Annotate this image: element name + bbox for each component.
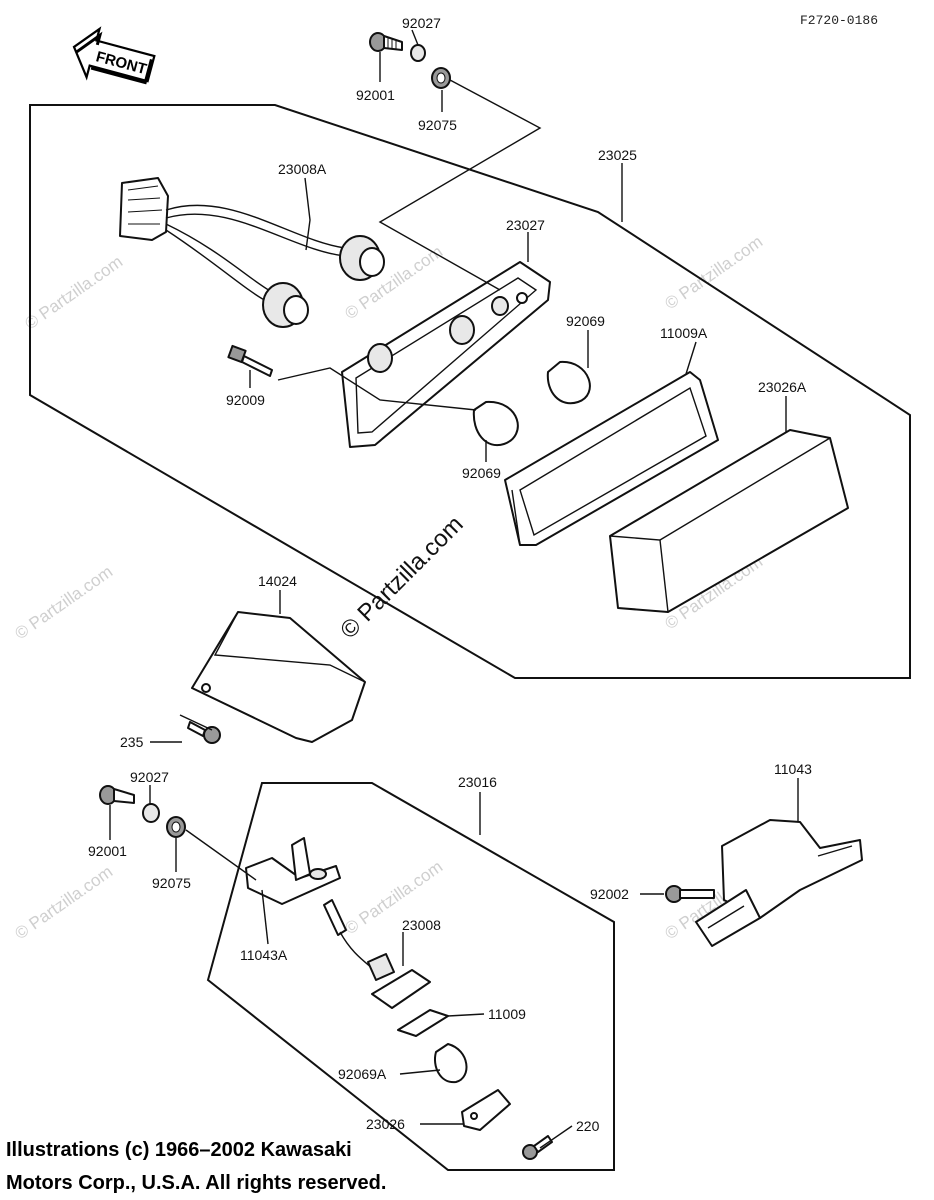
wiring-harness-23008A (119, 177, 385, 328)
label-23026A: 23026A (758, 379, 807, 395)
label-23027: 23027 (506, 217, 545, 233)
label-23008A: 23008A (278, 161, 327, 177)
label-11043A: 11043A (240, 947, 288, 963)
credit-line-2: Motors Corp., U.S.A. All rights reserved… (6, 1172, 386, 1194)
credit-line-1: Illustrations (c) 1966–2002 Kawasaki (6, 1139, 352, 1161)
label-23016: 23016 (458, 774, 497, 790)
label-92069A: 92069A (338, 1066, 387, 1082)
lens-23026A (609, 429, 849, 613)
label-92069-a: 92069 (566, 313, 605, 329)
label-11009: 11009 (488, 1006, 526, 1022)
collar-92027-bottom (142, 803, 160, 823)
label-92069-b: 92069 (462, 465, 501, 481)
bracket-11043A (245, 837, 341, 905)
bulb-92069-right (546, 360, 591, 405)
leader-lines (109, 29, 799, 1149)
label-11043: 11043 (774, 761, 812, 777)
license-light-housing-14024 (191, 611, 366, 743)
lens-23026 (461, 1089, 511, 1131)
label-23008: 23008 (402, 917, 441, 933)
assembly-frame-23025 (29, 104, 911, 679)
front-arrow: FRONT (72, 26, 156, 85)
label-92001-bottom: 92001 (88, 843, 127, 859)
label-92001-top: 92001 (356, 87, 395, 103)
part-labels: 92027 92001 92075 23025 23008A 23027 920… (88, 15, 812, 1134)
bulb-92069-left (472, 400, 519, 447)
label-92027-top: 92027 (402, 15, 441, 31)
label-92002: 92002 (590, 886, 629, 902)
bolt-92009 (227, 344, 273, 377)
assembly-frame-23016 (206, 782, 615, 1171)
screw-92001-bottom (99, 785, 135, 805)
label-23025: 23025 (598, 147, 637, 163)
label-11009A: 11009A (660, 325, 708, 341)
socket-23008 (323, 899, 431, 1009)
label-220: 220 (576, 1118, 600, 1134)
label-92027-bottom: 92027 (130, 769, 169, 785)
gasket-11009A (504, 371, 719, 546)
grommet-92075-top (431, 67, 451, 89)
figure-code: F2720-0186 (800, 13, 878, 28)
watermark: © Partzilla.com (11, 562, 116, 643)
label-235: 235 (120, 734, 144, 750)
watermark: © Partzilla.com (11, 862, 116, 943)
label-92075-bottom: 92075 (152, 875, 191, 891)
screw-235 (187, 721, 221, 744)
grommet-92075-bottom (166, 816, 186, 838)
screw-220 (522, 1135, 553, 1160)
label-92075-top: 92075 (418, 117, 457, 133)
bracket-11043 (695, 819, 863, 947)
watermark-center: © Partzilla.com (335, 511, 468, 644)
label-14024: 14024 (258, 573, 297, 589)
bulb-92069A (434, 1043, 468, 1084)
watermark: © Partzilla.com (661, 232, 766, 313)
bolt-92002 (665, 885, 715, 903)
label-23026: 23026 (366, 1116, 405, 1132)
gasket-11009 (397, 1009, 449, 1037)
tail-light-base-23027 (341, 261, 551, 448)
watermark: © Partzilla.com (21, 252, 126, 333)
screw-92001-top (369, 32, 403, 52)
label-92009: 92009 (226, 392, 265, 408)
collar-92027-top (410, 44, 426, 62)
